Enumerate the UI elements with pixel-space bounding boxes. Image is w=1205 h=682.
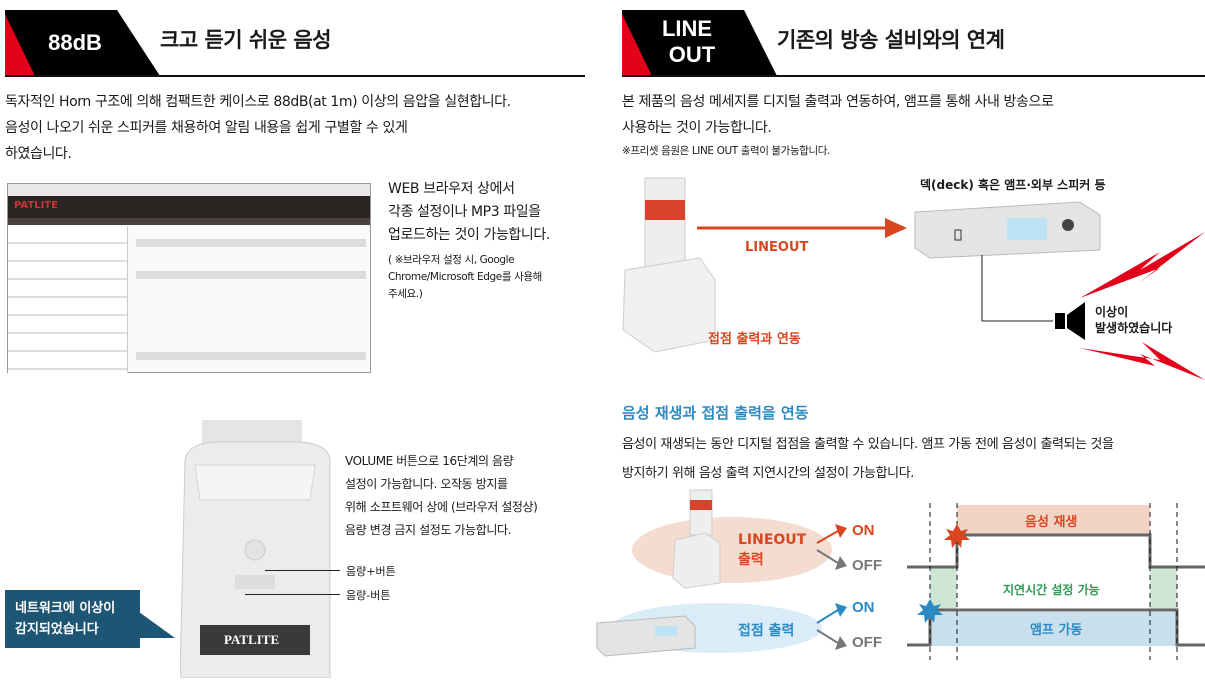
badge-text: 88dB — [48, 30, 102, 55]
sync-section-title: 음성 재생과 접점 출력을 연동 — [622, 404, 809, 422]
contact-label: 접점 출력과 연동 — [708, 332, 801, 347]
patlite-logo: PATLITE — [14, 200, 58, 211]
contact-off-label: OFF — [852, 634, 882, 651]
section-title-88db: 크고 듣기 쉬운 음성 — [160, 28, 332, 52]
vol-down-label: 음량-버튼 — [346, 589, 391, 602]
lineout-off-label: OFF — [852, 557, 882, 574]
lineout-arrow-label: LINEOUT — [745, 240, 809, 255]
sync-text: 음성이 재생되는 동안 디지털 접점을 출력할 수 있습니다. 앰프 가동 전에… — [622, 437, 1114, 481]
lineout-note: ※프리셋 음원은 LINE OUT 출력이 불가능합니다. — [622, 145, 830, 157]
lineout-intro: 본 제품의 음성 메세지를 디지털 출력과 연동하여, 앰프를 통해 사내 방송… — [622, 94, 1054, 136]
product-logo: PATLITE — [224, 632, 280, 647]
amp-on-label: 앰프 가동 — [1030, 623, 1083, 638]
deck-label: 덱(deck) 혹은 앰프·외부 스피커 등 — [920, 178, 1106, 192]
lineout-illustration — [622, 177, 1205, 380]
contact-output-label: 접점 출력 — [738, 623, 795, 639]
divider — [622, 75, 1205, 77]
badge-88db: 88dB — [5, 10, 163, 76]
badge-text-out: OUT — [668, 42, 716, 67]
timing-diagram — [596, 489, 1205, 660]
vol-up-label: 음량+버튼 — [346, 565, 396, 578]
product-image: PATLITE — [179, 420, 332, 679]
lineout-on-label: ON — [852, 522, 875, 539]
vol-down-line — [245, 594, 340, 595]
intro-text: 독자적인 Horn 구조에 의해 컴팩트한 케이스로 88dB(at 1m) 이… — [5, 94, 511, 162]
vol-up-line — [265, 570, 340, 571]
voice-play-label: 음성 재생 — [1025, 515, 1078, 530]
badge-text-line: LINE — [661, 16, 713, 41]
browser-screenshot: PATLITE — [7, 183, 371, 373]
contact-on-label: ON — [852, 599, 875, 616]
delay-label: 지연시간 설정 가능 — [1003, 583, 1100, 597]
divider — [5, 75, 585, 77]
badge-lineout: LINE OUT — [622, 10, 780, 76]
section-title-lineout: 기존의 방송 설비와의 연계 — [777, 28, 1005, 52]
